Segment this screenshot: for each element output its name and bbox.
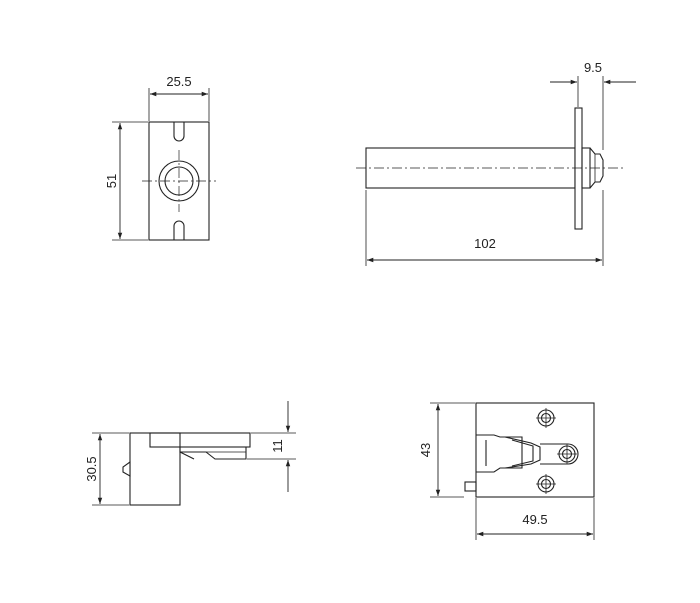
dimension-front-height: 51 [104, 121, 148, 241]
dimension-keep-height: 43 [418, 402, 475, 498]
dimension-label-front-height: 51 [104, 174, 119, 188]
side-view [356, 107, 624, 230]
dimension-front-width: 25.5 [148, 74, 210, 121]
dimension-label-plan-height: 30.5 [84, 456, 99, 481]
dimension-label-keep-width: 49.5 [522, 512, 547, 527]
dimension-side-flange: 9.5 [550, 60, 636, 150]
dimension-plan-height: 30.5 [84, 432, 129, 506]
dimension-label-keep-height: 43 [418, 443, 433, 457]
plan-view [122, 432, 251, 506]
dimension-label-plan-lip: 11 [270, 439, 285, 453]
front-view [142, 121, 216, 241]
dimension-label-front-width: 25.5 [166, 74, 191, 89]
dimension-label-side-length: 102 [474, 236, 496, 251]
dimension-keep-width: 49.5 [475, 498, 595, 540]
dimension-side-length: 102 [365, 190, 604, 266]
dimension-plan-lip: 11 [247, 401, 296, 492]
dimension-label-side-flange: 9.5 [584, 60, 602, 75]
keep-view [464, 402, 595, 498]
